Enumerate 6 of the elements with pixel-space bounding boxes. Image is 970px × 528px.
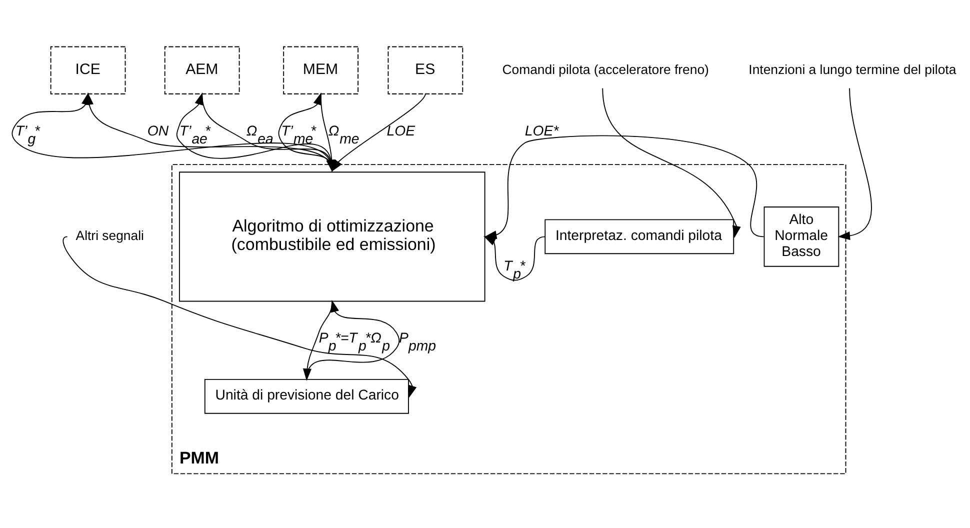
node-text: Altri segnali (76, 228, 144, 244)
edge-label: ON (147, 122, 169, 138)
node-text: Comandi pilota (acceleratore freno) (502, 62, 709, 77)
edge-label: LOE* (524, 122, 559, 138)
edge-label: LOE (386, 122, 416, 138)
node-text: Intenzioni a lungo termine del pilota (748, 62, 956, 77)
